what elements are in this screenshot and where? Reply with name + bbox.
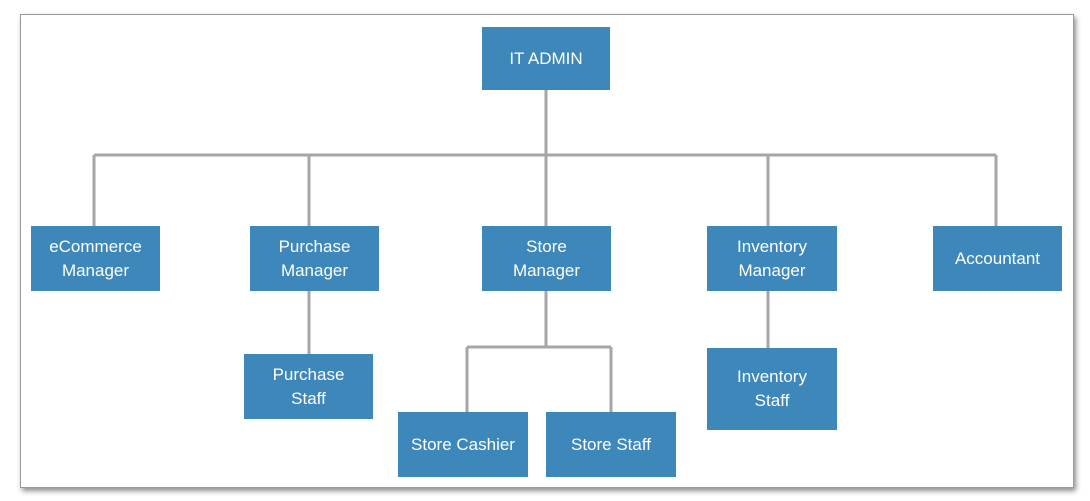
node-inventory-manager: Inventory Manager — [707, 226, 837, 291]
node-store-staff: Store Staff — [546, 412, 676, 477]
node-store-cashier: Store Cashier — [398, 412, 528, 477]
node-inventory-staff: Inventory Staff — [707, 348, 837, 430]
node-ecommerce-manager: eCommerce Manager — [31, 226, 160, 291]
node-purchase-staff: Purchase Staff — [244, 354, 373, 419]
node-store-manager: Store Manager — [482, 226, 611, 291]
node-accountant: Accountant — [933, 226, 1062, 291]
node-purchase-manager: Purchase Manager — [250, 226, 379, 291]
node-it-admin: IT ADMIN — [482, 27, 610, 90]
